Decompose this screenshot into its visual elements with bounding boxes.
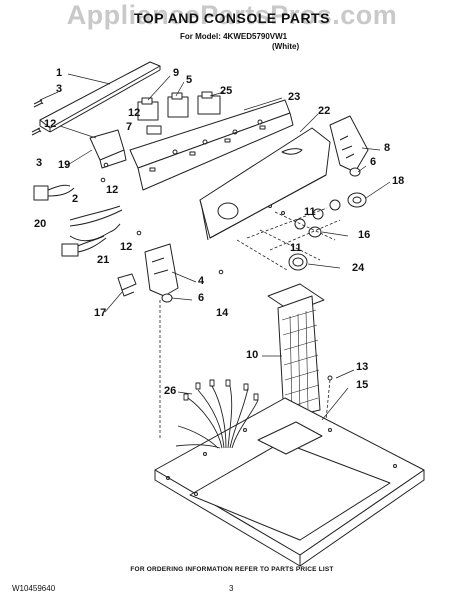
callout-12-left: 12 <box>44 118 57 130</box>
callout-21: 21 <box>97 254 110 266</box>
callout-5: 5 <box>186 74 193 86</box>
callout-8: 8 <box>384 142 391 154</box>
callout-24: 24 <box>352 262 365 274</box>
side-bracket <box>144 243 179 303</box>
wire-connector <box>33 184 75 201</box>
callout-15: 15 <box>356 379 369 391</box>
main-top <box>154 397 425 567</box>
callout-6-upper: 6 <box>370 156 377 168</box>
wire-bundle <box>175 379 259 449</box>
leader-lines <box>39 73 391 421</box>
model-line: For Model: 4KWED5790VW1 <box>180 32 288 41</box>
wire-harness <box>61 205 123 257</box>
end-cap <box>329 115 369 173</box>
color-line: (White) <box>272 42 300 51</box>
callout-11-upper: 11 <box>304 206 316 218</box>
callout-17: 17 <box>94 307 107 319</box>
page-title: TOP AND CONSOLE PARTS <box>134 10 330 26</box>
callout-25: 25 <box>220 85 233 97</box>
callout-2: 2 <box>72 193 79 205</box>
callout-3-upper: 3 <box>56 83 63 95</box>
callout-22: 22 <box>318 105 331 117</box>
callout-16: 16 <box>358 229 371 241</box>
lint-screen <box>267 283 325 419</box>
callout-14: 14 <box>216 307 229 319</box>
callout-10: 10 <box>246 349 259 361</box>
callout-12-switch: 12 <box>128 107 141 119</box>
timer-housing <box>89 129 127 169</box>
callout-9: 9 <box>173 67 180 79</box>
callout-3-lower: 3 <box>36 157 43 169</box>
callout-7: 7 <box>126 121 133 133</box>
rear-panel <box>39 61 161 133</box>
callout-26: 26 <box>164 385 177 397</box>
callout-12-lower: 12 <box>120 241 133 253</box>
document-number: W10459640 <box>12 584 56 593</box>
control-knobs <box>288 167 367 271</box>
callout-1: 1 <box>56 67 63 79</box>
callout-4: 4 <box>198 275 205 287</box>
clip <box>117 273 137 297</box>
callout-6-lower: 6 <box>198 292 205 304</box>
control-bracket <box>129 99 294 191</box>
callout-19: 19 <box>58 159 71 171</box>
switches <box>137 91 221 135</box>
callout-20: 20 <box>34 218 47 230</box>
callout-23: 23 <box>288 91 301 103</box>
callout-18: 18 <box>392 175 405 187</box>
callout-13: 13 <box>356 361 369 373</box>
watermark: AppliancePartsPros.com <box>66 0 398 30</box>
callout-11-lower: 11 <box>290 242 302 254</box>
guide-lines <box>159 207 341 440</box>
ordering-info: FOR ORDERING INFORMATION REFER TO PARTS … <box>130 566 334 573</box>
page-number: 3 <box>229 584 234 593</box>
console-panel <box>199 127 331 241</box>
callout-12-mid: 12 <box>106 184 119 196</box>
